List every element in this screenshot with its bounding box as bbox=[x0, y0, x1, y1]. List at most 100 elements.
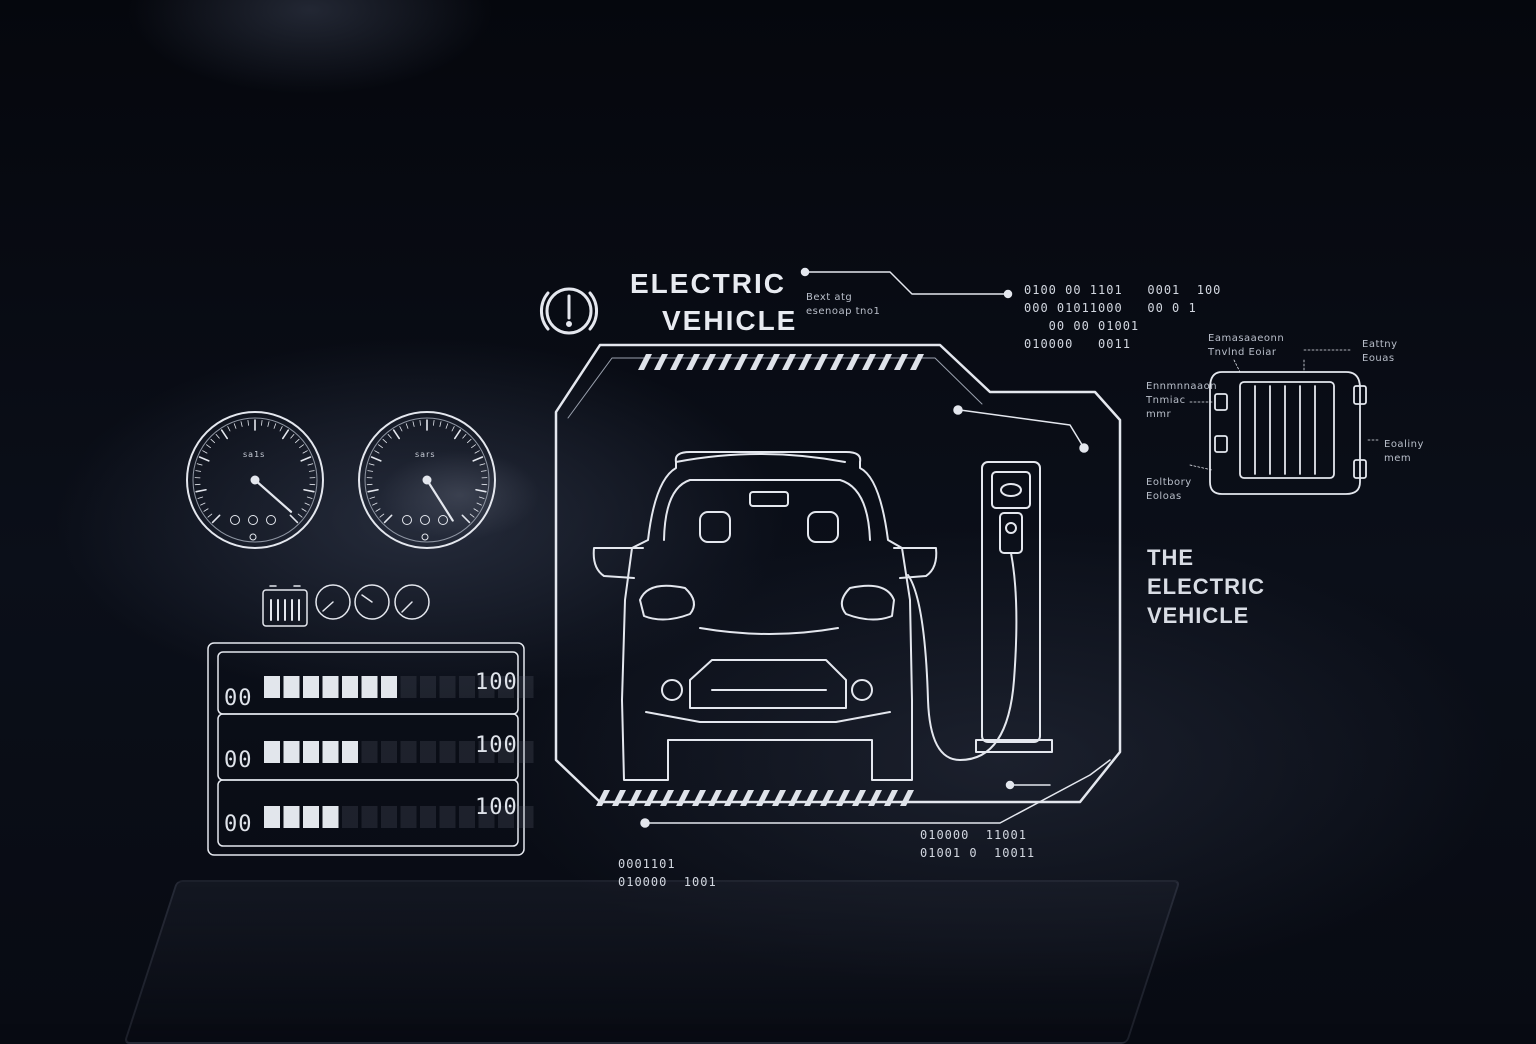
stripe bbox=[724, 790, 738, 806]
gauge-tick bbox=[378, 445, 382, 448]
gauge-tick bbox=[204, 509, 208, 512]
stripe bbox=[734, 354, 748, 370]
gauge-tick bbox=[213, 515, 220, 522]
gauge-indicator bbox=[231, 516, 240, 525]
callout-text: mmr bbox=[1146, 408, 1217, 422]
side-title-line: VEHICLE bbox=[1147, 601, 1265, 630]
gauge-tick bbox=[283, 430, 289, 438]
gauge-needle bbox=[255, 480, 291, 512]
meter-segment bbox=[440, 806, 456, 828]
stripe bbox=[862, 354, 876, 370]
gauge-indicator bbox=[403, 516, 412, 525]
caption-line-2: esenoap tno1 bbox=[806, 305, 880, 319]
meter-segment bbox=[362, 806, 378, 828]
gauge-tick bbox=[307, 497, 312, 499]
gauge-tick bbox=[476, 490, 486, 492]
meter-segment bbox=[420, 806, 436, 828]
stripe bbox=[740, 790, 754, 806]
gauge-hub bbox=[423, 476, 431, 484]
gauge-tick bbox=[480, 464, 485, 465]
gauge-tick bbox=[206, 445, 210, 448]
meter-segment bbox=[518, 806, 534, 828]
stripe bbox=[750, 354, 764, 370]
binary-line: 000 01011000 00 0 1 bbox=[1024, 299, 1221, 317]
gauge-tick bbox=[198, 497, 203, 499]
gauge-tick bbox=[308, 464, 313, 465]
stripe bbox=[868, 790, 882, 806]
meter-2-max: 100 bbox=[475, 733, 518, 758]
meter-segment bbox=[440, 676, 456, 698]
car-outline-icon bbox=[594, 452, 937, 780]
gauge-tick bbox=[452, 427, 454, 431]
stripe bbox=[878, 354, 892, 370]
title-line-2: VEHICLE bbox=[662, 305, 797, 337]
gauge-tick bbox=[197, 464, 202, 465]
gauge-tick bbox=[200, 457, 209, 461]
stripe bbox=[830, 354, 844, 370]
side-title: THE ELECTRIC VEHICLE bbox=[1147, 543, 1265, 630]
stripe bbox=[718, 354, 732, 370]
gauge-tick bbox=[304, 490, 314, 492]
stripe bbox=[884, 790, 898, 806]
meter-segment bbox=[342, 806, 358, 828]
meter-segment bbox=[381, 806, 397, 828]
stripe bbox=[766, 354, 780, 370]
gauge-tick bbox=[290, 515, 297, 522]
gauge-tick bbox=[216, 434, 219, 438]
stripe bbox=[798, 354, 812, 370]
gauge-tick bbox=[376, 509, 380, 512]
side-title-line: THE bbox=[1147, 543, 1265, 572]
callout-text: Eamasaaeonn bbox=[1208, 332, 1284, 346]
meter-segment bbox=[518, 676, 534, 698]
meter-segment bbox=[459, 806, 475, 828]
gauge-tick bbox=[474, 509, 478, 512]
meter-segment bbox=[401, 676, 417, 698]
gauge-tick bbox=[208, 514, 212, 517]
stripe bbox=[910, 354, 924, 370]
callout-text: Eoloas bbox=[1146, 490, 1192, 504]
stripe bbox=[846, 354, 860, 370]
stripe bbox=[654, 354, 668, 370]
stripe bbox=[670, 354, 684, 370]
gauge-indicator bbox=[250, 534, 256, 540]
gauge-tick bbox=[268, 422, 269, 427]
gauge-tick bbox=[375, 451, 379, 453]
main-frame bbox=[556, 345, 1120, 827]
callout-text: Eoltbory bbox=[1146, 476, 1192, 490]
gauge-left bbox=[187, 412, 323, 548]
stripe bbox=[628, 790, 642, 806]
gauge-indicator bbox=[422, 534, 428, 540]
gauge-hub bbox=[251, 476, 259, 484]
stripe bbox=[676, 790, 690, 806]
meter-segment bbox=[381, 741, 397, 763]
caption-line-1: Bext atg bbox=[806, 291, 852, 305]
stripe bbox=[638, 354, 652, 370]
gauge-indicator bbox=[439, 516, 448, 525]
meter-1-max: 100 bbox=[475, 670, 518, 695]
gauge-tick bbox=[295, 439, 299, 442]
binary-line: 010000 0011 bbox=[1024, 335, 1221, 353]
gauge-left-label: sa1s bbox=[243, 450, 265, 459]
gauge-tick bbox=[241, 422, 242, 427]
meter-segment bbox=[342, 676, 358, 698]
gauge-tick bbox=[473, 457, 482, 461]
gauge-tick bbox=[388, 434, 391, 438]
callout-text: mem bbox=[1384, 452, 1424, 466]
meter-2-min: 00 bbox=[224, 748, 253, 773]
callout-mid-left: Ennmnnaaon Tnmiac mmr bbox=[1146, 380, 1217, 422]
meter-segment bbox=[440, 741, 456, 763]
gauge-tick bbox=[420, 420, 421, 425]
binary-line: 010000 1001 bbox=[618, 873, 717, 891]
meter-segment bbox=[284, 806, 300, 828]
gauge-tick bbox=[368, 490, 378, 492]
callout-text: Tnmiac bbox=[1146, 394, 1217, 408]
meter-segment bbox=[264, 676, 280, 698]
binary-bottom-right: 010000 11001 01001 0 10011 bbox=[920, 826, 1035, 862]
hazard-stripes-bottom bbox=[596, 790, 914, 806]
stripe bbox=[852, 790, 866, 806]
stripe bbox=[644, 790, 658, 806]
gauge-tick bbox=[196, 490, 206, 492]
gauge-tick bbox=[413, 422, 414, 427]
warning-indicator-icon bbox=[541, 289, 596, 333]
